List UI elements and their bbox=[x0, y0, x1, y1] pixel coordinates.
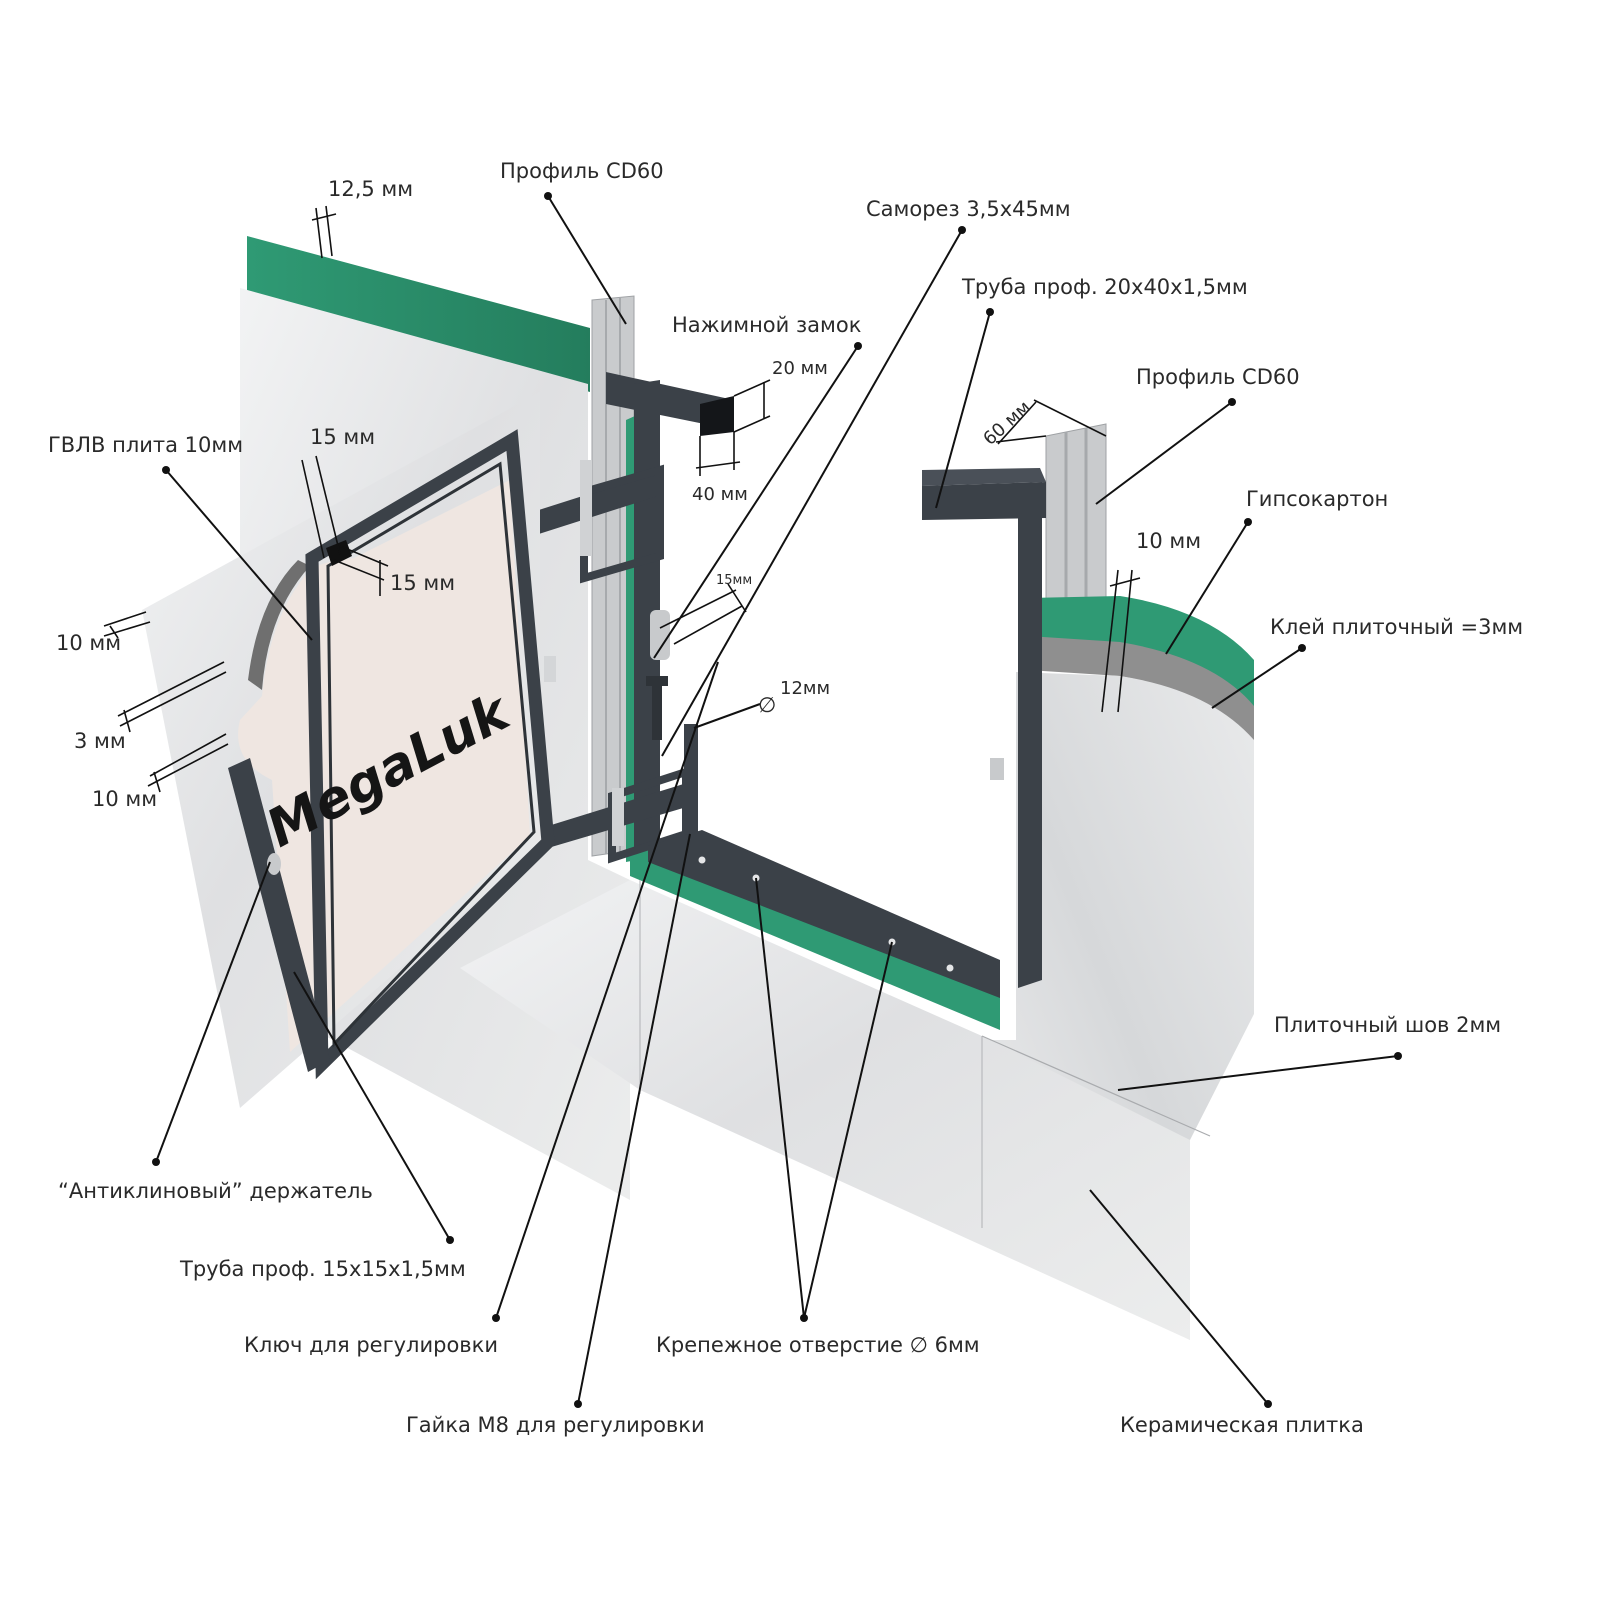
push-lock-body bbox=[650, 610, 670, 660]
label-mount-hole: Крепежное отверстие ∅ 6мм bbox=[656, 1333, 980, 1357]
tube-20x40-section bbox=[700, 396, 734, 436]
door-latch bbox=[544, 656, 556, 682]
tube-20x40-right-arm-top bbox=[922, 468, 1046, 486]
label-dim-15mm-top: 15 мм bbox=[310, 425, 375, 449]
label-dim-10mm-left-top: 10 мм bbox=[56, 631, 121, 655]
anti-wedge-holder bbox=[228, 758, 330, 1072]
hinge-pin-lower bbox=[612, 788, 624, 846]
label-dim-10mm-left-bottom: 10 мм bbox=[92, 787, 157, 811]
label-dim-3mm: 3 мм bbox=[74, 729, 126, 753]
door-frame-15x15 bbox=[305, 429, 555, 1080]
door: MegaLuk bbox=[142, 392, 556, 1108]
right-drywall-green bbox=[1028, 596, 1254, 710]
frame-right-post bbox=[1018, 482, 1042, 988]
label-dim-15mm-small: 15мм bbox=[716, 573, 752, 588]
diameter-symbol: ∅ bbox=[758, 693, 776, 717]
cd60-profile-right bbox=[1045, 423, 1107, 613]
mount-hole-4 bbox=[946, 964, 954, 972]
label-dim-20mm: 20 мм bbox=[772, 358, 828, 379]
door-frame-inner bbox=[326, 461, 536, 1048]
label-profile-cd60-right: Профиль CD60 bbox=[1136, 365, 1300, 389]
label-tile-adhesive: Клей плиточный =3мм bbox=[1270, 615, 1523, 639]
label-dim-10mm-right: 10 мм bbox=[1136, 529, 1201, 553]
label-gvlv: ГВЛВ плита 10мм bbox=[48, 433, 243, 457]
label-nut-m8: Гайка М8 для регулировки bbox=[406, 1413, 705, 1437]
hinge-pin-upper bbox=[580, 460, 592, 556]
frame-bottom bbox=[648, 830, 1000, 998]
bottom-drywall-green bbox=[630, 846, 1000, 1030]
label-ceramic-tile: Керамическая плитка bbox=[1120, 1413, 1364, 1437]
bottom-tile bbox=[460, 880, 1190, 1340]
text-labels: Профиль CD60 12,5 мм Саморез 3,5х45мм Тр… bbox=[48, 159, 1523, 1437]
label-screw: Саморез 3,5х45мм bbox=[866, 197, 1071, 221]
dimension-marks bbox=[103, 205, 1141, 793]
anti-wedge-holder-bolt bbox=[267, 853, 281, 875]
label-tube-20x40: Труба проф. 20х40х1,5мм bbox=[961, 275, 1248, 299]
door-cut-green bbox=[248, 560, 310, 690]
frame-left bbox=[520, 372, 734, 864]
label-profile-cd60-top: Профиль CD60 bbox=[500, 159, 664, 183]
leader-lines bbox=[152, 192, 1402, 1408]
label-dim-12mm: 12мм bbox=[780, 678, 830, 699]
label-adjust-key: Ключ для регулировки bbox=[244, 1333, 498, 1357]
label-tile-joint: Плиточный шов 2мм bbox=[1274, 1013, 1501, 1037]
bottom-assembly bbox=[460, 830, 1211, 1340]
label-dim-40mm: 40 мм bbox=[692, 484, 748, 505]
label-tube-15x15: Труба проф. 15х15х1,5мм bbox=[179, 1257, 466, 1281]
label-dim-60mm: 60 мм bbox=[979, 397, 1035, 450]
left-drywall-green bbox=[247, 236, 590, 392]
mount-hole-1 bbox=[698, 856, 706, 864]
label-thickness-12-5: 12,5 мм bbox=[328, 177, 413, 201]
right-adhesive bbox=[1028, 636, 1254, 742]
tube-20x40-right-arm bbox=[922, 482, 1046, 520]
label-gypsum-board: Гипсокартон bbox=[1246, 487, 1388, 511]
adjust-key bbox=[646, 676, 668, 740]
label-push-lock: Нажимной замок bbox=[672, 313, 861, 337]
label-dim-15mm-side: 15 мм bbox=[390, 571, 455, 595]
label-anti-wedge: “Антиклиновый” держатель bbox=[58, 1179, 373, 1203]
